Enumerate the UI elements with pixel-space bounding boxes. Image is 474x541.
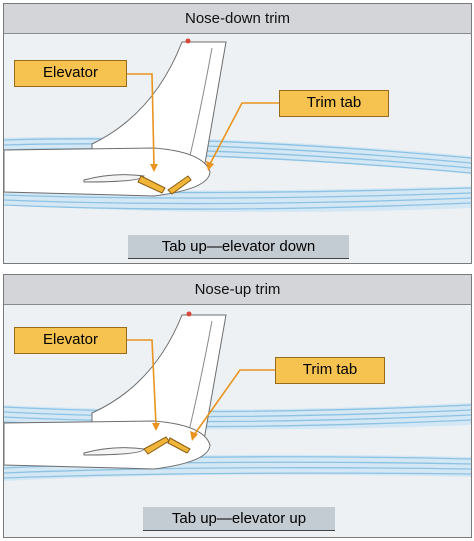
beacon-light-icon (185, 38, 191, 44)
panel-title: Nose-down trim (4, 4, 471, 34)
nose-down-trim-panel: Nose-down trim (3, 3, 472, 264)
trim-tab-callout: Trim tab (275, 357, 385, 384)
nose-up-trim-panel: Nose-up trim Elevator Trim tab (3, 274, 472, 538)
trim-tab-surface (167, 437, 191, 454)
panel-caption: Tab up—elevator down (128, 235, 349, 258)
panel-caption: Tab up—elevator up (143, 507, 335, 530)
trim-tab-surface (167, 175, 192, 195)
caption-underline (143, 530, 335, 531)
trim-tab-callout: Trim tab (279, 90, 389, 117)
panel-title: Nose-up trim (4, 275, 471, 305)
elevator-callout: Elevator (14, 60, 127, 87)
tail-airflow-diagram (4, 311, 471, 481)
elevator-surface (137, 175, 166, 194)
beacon-light-icon (186, 311, 192, 317)
tail-airflow-diagram (4, 38, 471, 213)
elevator-callout: Elevator (14, 327, 127, 354)
caption-underline (128, 258, 349, 259)
